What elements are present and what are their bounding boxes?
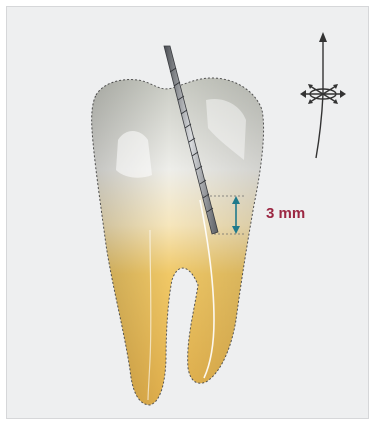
tooth-illustration — [92, 78, 264, 405]
measurement-label: 3 mm — [266, 205, 305, 222]
rotation-motion-icon — [300, 32, 346, 158]
